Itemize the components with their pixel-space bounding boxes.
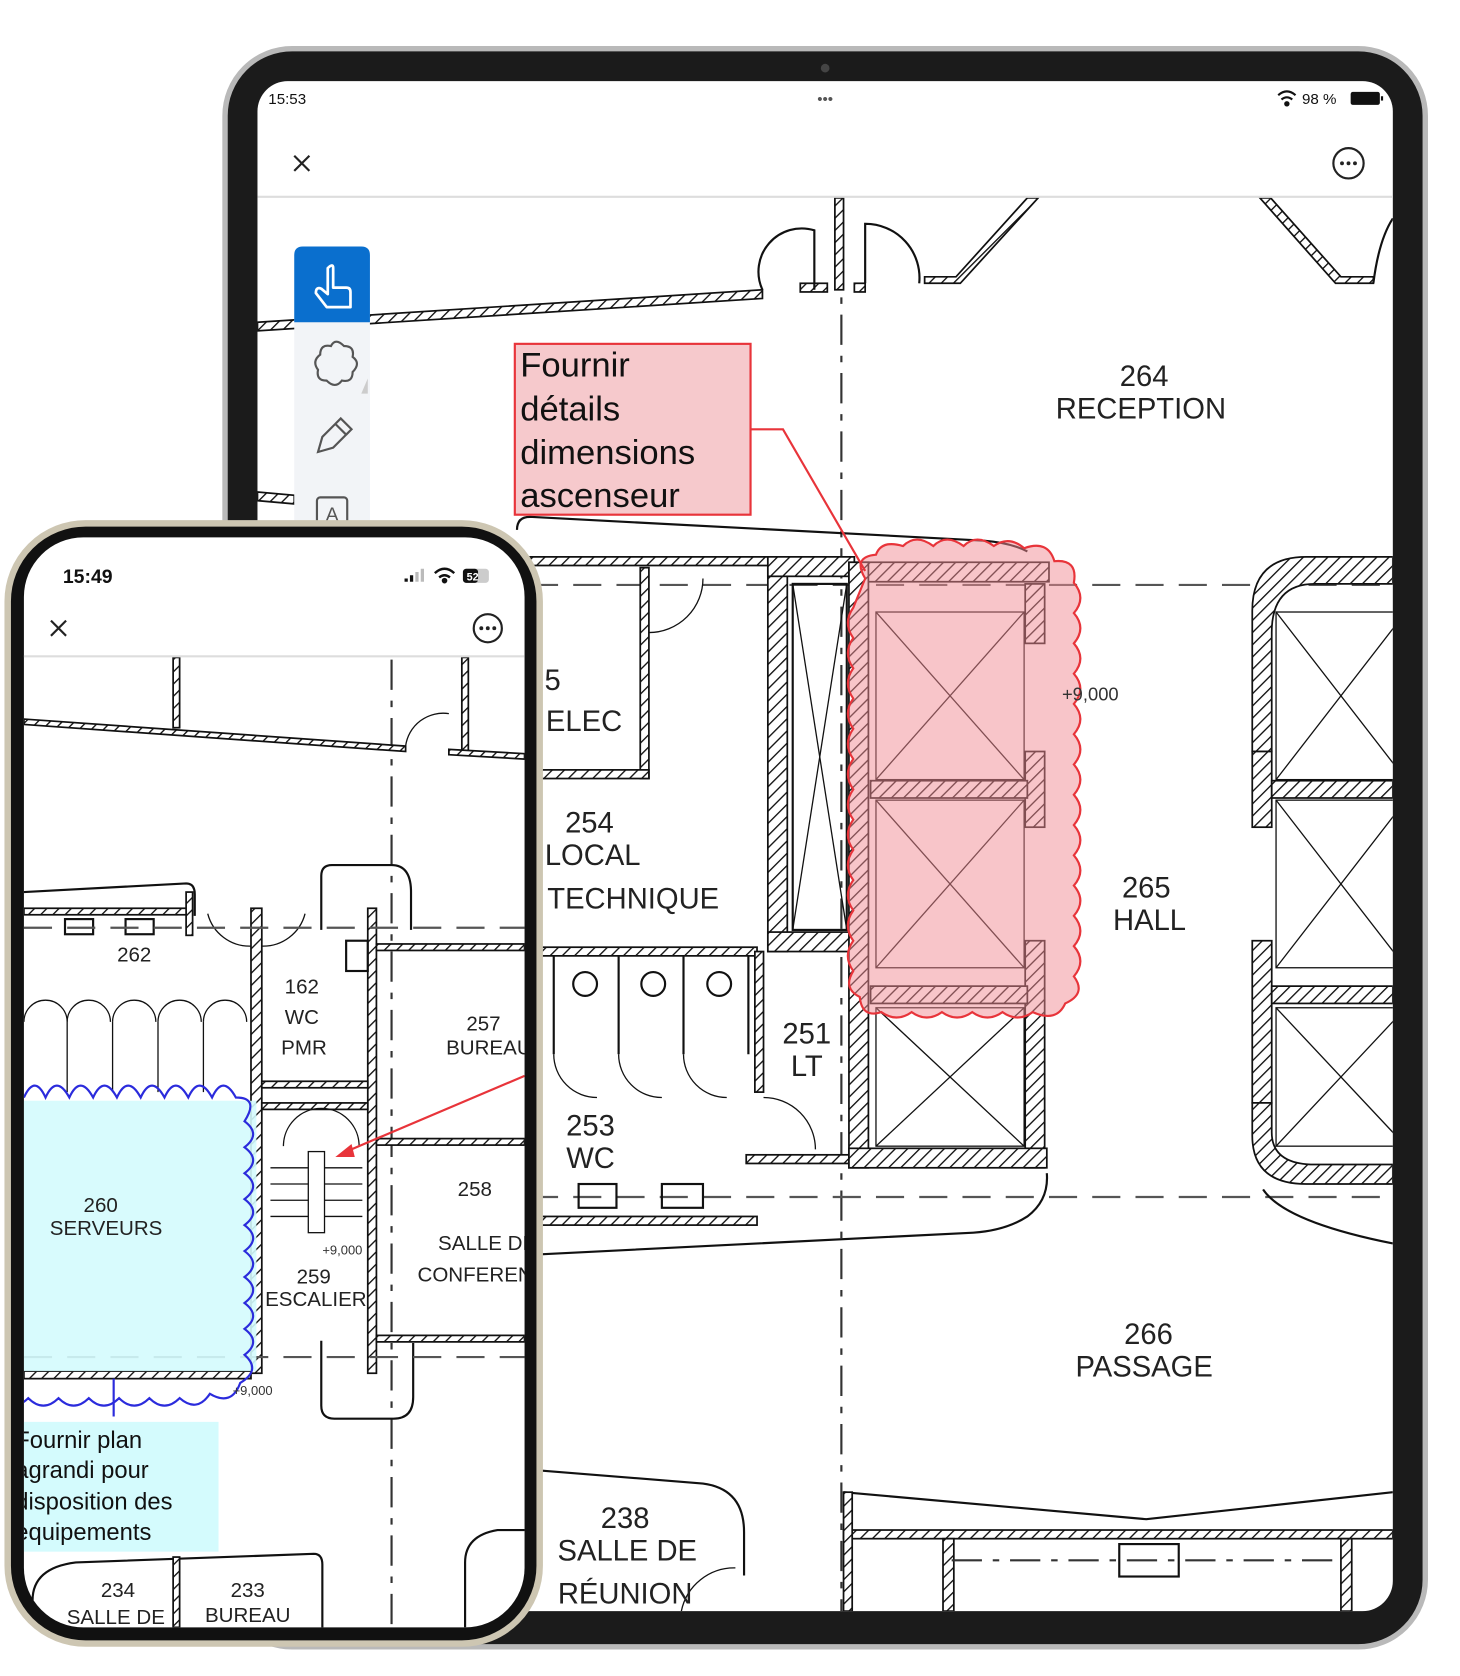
comment-box[interactable]: Fournir plan agrandi pour disposition de… <box>15 1421 219 1552</box>
room-name: BUREAU <box>205 1604 291 1627</box>
room-name: SALLE DE <box>438 1232 536 1255</box>
room-number: 257 <box>466 1012 500 1035</box>
comment-line: agrandi pour <box>15 1457 149 1484</box>
comment-line: Fournir plan <box>15 1427 142 1454</box>
status-time: 15:53 <box>268 91 306 108</box>
room-name: BUREAU <box>446 1036 532 1059</box>
room-number: 251 <box>782 1018 831 1050</box>
room-number: 264 <box>1120 361 1169 393</box>
room-number: 238 <box>601 1503 650 1535</box>
comment-leader-line <box>750 428 867 572</box>
room-number: 162 <box>285 976 319 999</box>
battery-icon: 52 <box>462 568 489 584</box>
room-name: SALLE DE <box>67 1606 165 1629</box>
more-options-button[interactable] <box>1332 147 1365 180</box>
room-number: 5 <box>545 665 561 697</box>
room-number: 254 <box>565 808 614 840</box>
more-options-button[interactable] <box>472 613 503 644</box>
wifi-icon <box>1277 90 1297 107</box>
tablet-floor-plan[interactable]: +9,000 Fournir détails dimensions ascens… <box>257 197 1405 1612</box>
markup-tool-palette: A <box>294 246 370 539</box>
phone: 15:49 52 <box>0 520 561 1647</box>
tool-pen-button[interactable] <box>316 416 354 454</box>
level-marker: +9,000 <box>233 1383 273 1398</box>
battery-percent: 98 % <box>1302 91 1336 108</box>
room-name: LOCAL <box>545 840 641 872</box>
comment-line: détails <box>520 391 620 429</box>
room-name: PMR <box>281 1036 327 1059</box>
comment-arrow <box>335 1074 525 1157</box>
room-number: 265 <box>1122 872 1171 904</box>
server-room-cloud-markup[interactable] <box>0 1084 255 1407</box>
battery-level: 52 <box>467 572 479 584</box>
comment-line: dimensions <box>520 434 695 472</box>
room-name: SERVEURS <box>50 1217 163 1240</box>
room-name: SALLE DE <box>558 1535 698 1567</box>
room-number: 233 <box>231 1579 265 1602</box>
wc-fixtures <box>552 955 750 1099</box>
comment-line: equipements <box>15 1519 151 1546</box>
room-number: 234 <box>101 1579 135 1602</box>
tool-pointer-button[interactable] <box>294 246 370 323</box>
room-name: RÉUNION <box>558 1578 693 1611</box>
elevator-cloud-markup[interactable] <box>846 538 1082 1019</box>
comment-line: Fournir <box>520 346 630 384</box>
phone-floor-plan[interactable]: +9,000 +9,000 Fournir plan agrandi pour … <box>0 657 561 1629</box>
battery-icon <box>1350 91 1384 105</box>
room-number: 262 <box>117 943 151 966</box>
cloud-shape-icon <box>314 340 359 387</box>
room-name: HALL <box>1113 905 1186 937</box>
room-name: WC <box>566 1143 615 1175</box>
room-name: RECEPTION <box>1056 393 1226 425</box>
hand-pointer-icon <box>314 264 352 309</box>
close-button[interactable] <box>50 619 67 637</box>
room-number: 253 <box>566 1110 615 1142</box>
room-number: 259 <box>297 1265 331 1288</box>
stair-symbol <box>270 1107 363 1234</box>
camera <box>820 63 830 73</box>
wifi-icon <box>434 567 456 584</box>
room-name: CONFERENCE <box>418 1263 562 1286</box>
comment-line: disposition des <box>15 1488 172 1515</box>
room-number: 260 <box>84 1194 118 1217</box>
signal-icon <box>404 568 424 582</box>
close-button[interactable] <box>293 154 311 172</box>
status-time: 15:49 <box>63 566 113 588</box>
level-marker: +9,000 <box>322 1242 362 1257</box>
room-name: ESCALIER <box>265 1288 367 1311</box>
room-number: 258 <box>458 1178 492 1201</box>
level-marker: +9,000 <box>1062 684 1119 705</box>
room-name: TECHNIQUE <box>547 883 719 915</box>
server-room-highlight <box>23 1100 257 1372</box>
pen-icon <box>316 416 354 454</box>
room-name: WC <box>285 1006 319 1029</box>
comment-line: ascenseur <box>520 477 680 515</box>
room-name: LT <box>791 1051 823 1083</box>
room-name: ELEC <box>546 706 622 738</box>
room-number: 266 <box>1124 1319 1173 1351</box>
room-name: PASSAGE <box>1075 1351 1212 1383</box>
comment-box[interactable]: Fournir détails dimensions ascenseur <box>513 342 752 516</box>
multitask-dots[interactable]: ••• <box>817 91 833 108</box>
